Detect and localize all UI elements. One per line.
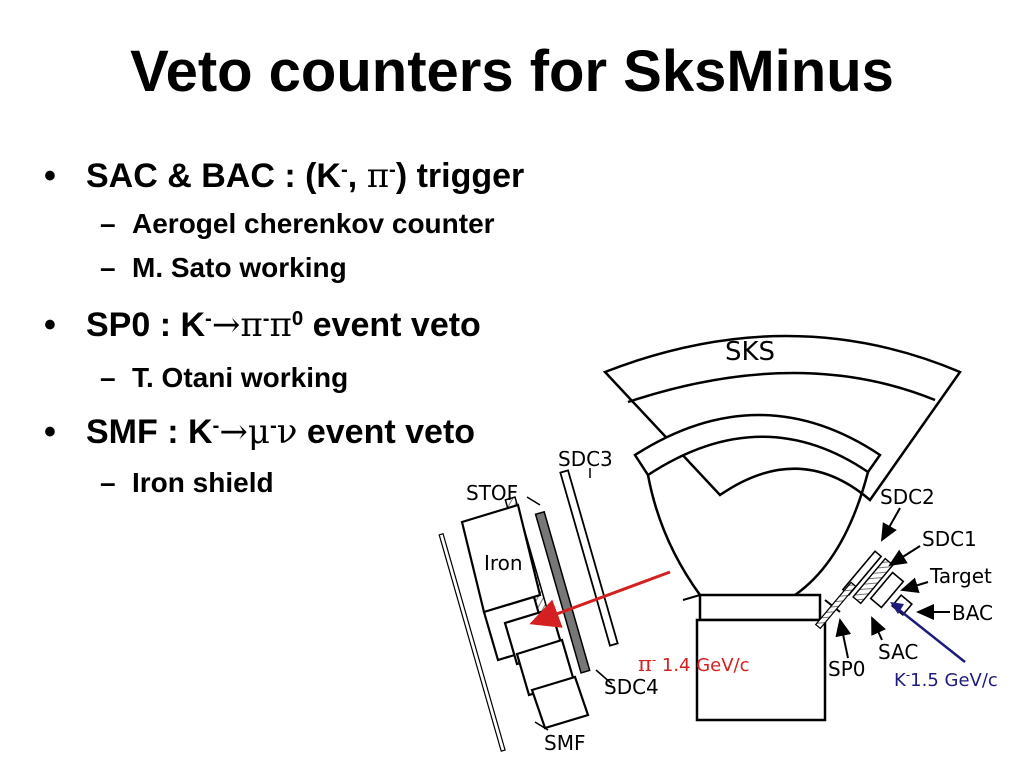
sub-bullet-marker: – (100, 252, 116, 283)
superscript: - (205, 307, 212, 330)
label-iron: Iron (484, 551, 523, 575)
label-sks: SKS (725, 337, 775, 367)
sdc3-chamber (559, 469, 619, 647)
label-sac: SAC (878, 640, 918, 664)
superscript: - (389, 158, 396, 181)
bullet-list: •SAC & BAC : (K-, π-) trigger –Aerogel c… (0, 0, 620, 520)
sac-pointer (871, 616, 886, 641)
greek-symbol: π (240, 305, 263, 345)
sks-yoke-right (794, 471, 870, 597)
pion-symbol: π (638, 652, 652, 676)
bullet-text-separator: , (347, 157, 367, 195)
target-block (869, 571, 905, 609)
smf-pointer (534, 721, 549, 731)
sks-yoke-left (646, 474, 702, 596)
pion-momentum-label: π- 1.4 GeV/c (638, 652, 750, 676)
sp0-counter (814, 581, 857, 630)
sub-bullet-otani: –T. Otani working (100, 362, 348, 394)
sub-bullet-aerogel: –Aerogel cherenkov counter (100, 208, 495, 240)
bullet-marker: • (44, 413, 56, 451)
superscript: - (212, 414, 220, 437)
bullet-text: SAC & BAC : (K (86, 157, 341, 195)
sub-bullet-text: M. Sato working (132, 252, 347, 283)
label-sp0: SP0 (828, 657, 865, 681)
sks-link-left (682, 594, 701, 601)
greek-symbol: π (269, 305, 292, 345)
greek-symbol: ν (276, 412, 298, 452)
kaon-momentum-label: K-1.5 GeV/c (894, 668, 998, 691)
sub-bullet-sato: –M. Sato working (100, 252, 347, 284)
sks-pole-ring (633, 413, 882, 477)
sdc4-chamber (534, 510, 591, 674)
label-sdc1: SDC1 (922, 527, 977, 551)
superscript: 0 (291, 307, 304, 330)
bullet-text-tail: ) trigger (395, 157, 525, 195)
sdc2-pointer (881, 507, 901, 542)
bullet-smf: •SMF : K-→μ-ν event veto (44, 412, 475, 452)
sdc1-pointer (888, 545, 921, 567)
stof-pointer (526, 496, 541, 506)
pion-momentum-value: 1.4 GeV/c (656, 655, 749, 676)
bullet-marker: • (44, 306, 56, 344)
label-target: Target (929, 564, 992, 588)
kaon-beam-line (892, 604, 966, 663)
pion-trajectory-arrow (529, 570, 671, 628)
arrow-symbol: → (211, 305, 241, 345)
sub-bullet-marker: – (100, 467, 116, 498)
label-sdc2: SDC2 (880, 485, 935, 509)
superscript: - (269, 414, 277, 437)
sdc4-pointer (595, 669, 613, 685)
superscript: - (262, 307, 270, 330)
bullet-text: SMF : K (86, 413, 213, 451)
kaon-symbol: K (894, 670, 907, 691)
sub-bullet-marker: – (100, 208, 116, 239)
label-stof: STOF (466, 481, 518, 505)
iron-block-5 (530, 675, 590, 730)
bullet-sp0: •SP0 : K-→π-π0 event veto (44, 305, 481, 345)
sub-bullet-marker: – (100, 362, 116, 393)
label-sdc3: SDC3 (558, 447, 613, 471)
bullet-marker: • (44, 157, 56, 195)
sks-base-upper (698, 593, 822, 622)
slide-title: Veto counters for SksMinus (130, 39, 894, 104)
sks-base-lower (695, 618, 827, 722)
sub-bullet-text: T. Otani working (132, 362, 349, 393)
sub-bullet-text: Aerogel cherenkov counter (132, 208, 495, 239)
smf-thin-layer (438, 533, 506, 752)
kaon-momentum-value: 1.5 GeV/c (910, 670, 998, 691)
bullet-text-tail: event veto (297, 413, 476, 451)
arrow-symbol: → (219, 412, 248, 452)
label-bac: BAC (952, 601, 993, 625)
superscript: - (340, 158, 348, 181)
sks-magnet-inner-arc (627, 371, 936, 404)
greek-symbol: μ (247, 412, 270, 452)
kaon-charge: - (906, 668, 910, 682)
greek-symbol: π (366, 156, 390, 196)
target-pointer (900, 577, 929, 593)
iron-block-large (460, 503, 542, 614)
pion-charge: - (652, 653, 656, 667)
bullet-text-tail: event veto (303, 306, 481, 344)
bullet-sac-bac: •SAC & BAC : (K-, π-) trigger (44, 156, 524, 196)
label-sdc4: SDC4 (604, 675, 659, 699)
kaon-beam-arrowhead (890, 602, 904, 614)
bullet-text: SP0 : K (86, 306, 206, 344)
sp0-pointer (835, 618, 852, 659)
sub-bullet-iron: –Iron shield (100, 467, 274, 499)
label-smf: SMF (544, 731, 585, 755)
sub-bullet-text: Iron shield (132, 467, 274, 498)
